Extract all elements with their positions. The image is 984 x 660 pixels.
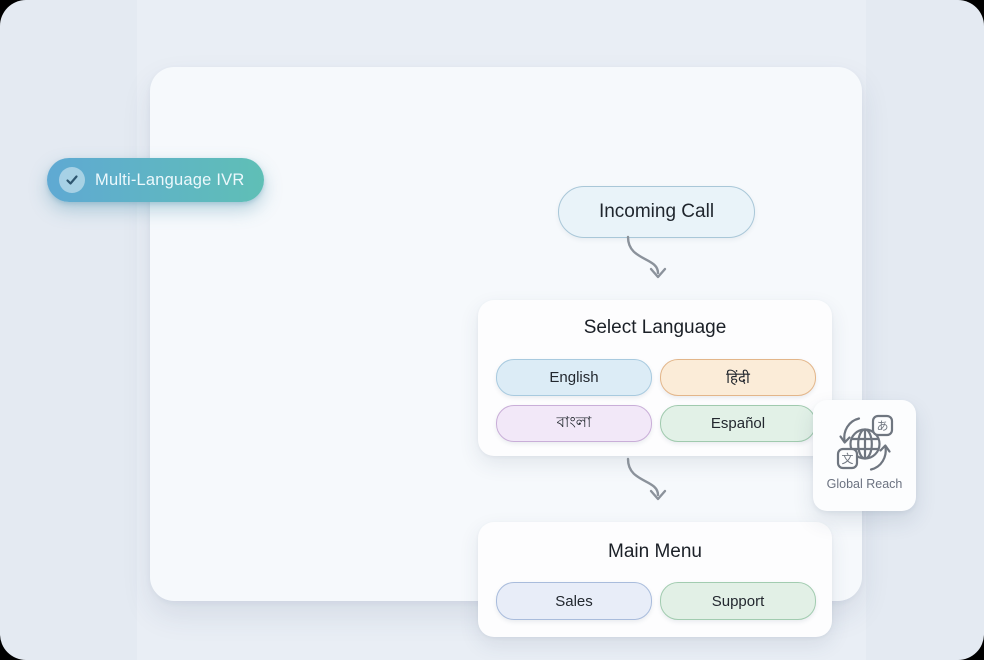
translate-globe-icon: あ 文 (836, 414, 893, 471)
main-menu-card: Main Menu Sales Support (478, 522, 832, 637)
flow-arrow-down-icon (626, 235, 667, 279)
language-option-label: हिंदी (726, 369, 750, 387)
badge-label: Multi-Language IVR (95, 170, 245, 189)
check-circle-icon (59, 167, 85, 193)
language-option-label: Español (710, 415, 766, 432)
global-reach-label: Global Reach (826, 477, 903, 491)
menu-option-label: Support (711, 592, 765, 610)
menu-option-sales[interactable]: Sales (496, 582, 652, 620)
incoming-call-node: Incoming Call (558, 186, 755, 238)
glyph-a-icon: あ (876, 419, 888, 433)
multi-language-ivr-badge: Multi-Language IVR (47, 158, 265, 202)
main-menu-title: Main Menu (608, 541, 702, 562)
language-option-espanol[interactable]: Español (660, 405, 816, 442)
glyph-wen-icon: 文 (841, 451, 853, 466)
language-option-label: বাংলা (556, 414, 592, 431)
ivr-flow-panel: Incoming Call Select Language English हि… (150, 67, 862, 637)
language-option-hindi[interactable]: हिंदी (660, 359, 816, 396)
global-reach-card: あ 文 Global Reach (813, 400, 916, 511)
language-option-english[interactable]: English (496, 359, 652, 396)
select-language-card: Select Language English हिंदी বাংলা Espa… (478, 300, 832, 456)
language-option-label: English (549, 369, 599, 386)
incoming-call-label: Incoming Call (598, 201, 715, 222)
select-language-title: Select Language (583, 317, 727, 338)
menu-option-label: Sales (555, 592, 593, 610)
menu-option-support[interactable]: Support (660, 582, 816, 620)
language-option-bangla[interactable]: বাংলা (496, 405, 652, 442)
flow-arrow-down-icon (626, 457, 667, 501)
